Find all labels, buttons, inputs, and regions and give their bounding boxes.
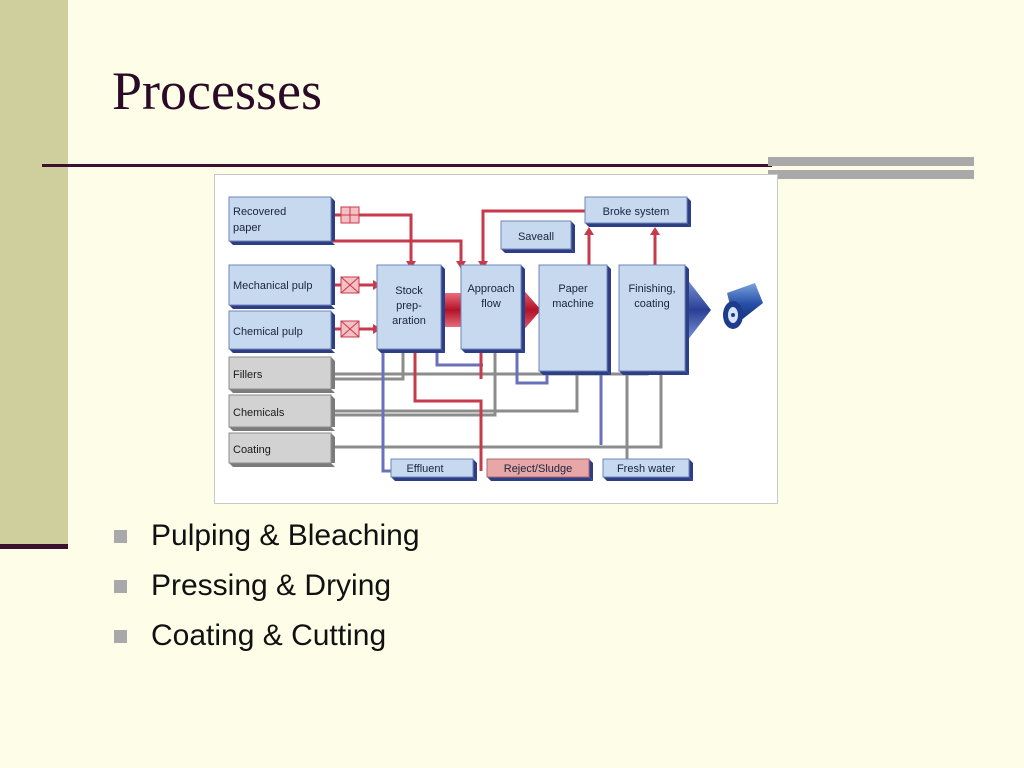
svg-text:machine: machine xyxy=(552,298,594,310)
bullet-item: Pulping & Bleaching xyxy=(114,511,420,561)
bullet-item: Coating & Cutting xyxy=(114,611,420,661)
flow-arrow-blue xyxy=(687,279,711,341)
svg-text:Fillers: Fillers xyxy=(233,369,263,381)
svg-text:Recovered: Recovered xyxy=(233,206,286,218)
stage-paper-machine: Paper machine xyxy=(538,264,611,375)
svg-text:Paper: Paper xyxy=(558,283,588,295)
svg-text:Stock: Stock xyxy=(395,285,423,297)
stage-approach-flow: Approach flow xyxy=(460,264,525,353)
flow-line-blue xyxy=(435,351,483,367)
svg-text:Chemical pulp: Chemical pulp xyxy=(233,326,303,338)
left-decor-rule xyxy=(0,544,68,549)
bullet-item: Pressing & Drying xyxy=(114,561,420,611)
valve-icon xyxy=(340,320,360,338)
input-fillers: Fillers xyxy=(228,356,335,393)
paper-roll-icon xyxy=(723,283,763,329)
left-decor-band xyxy=(0,0,68,548)
bullet-list: Pulping & Bleaching Pressing & Drying Co… xyxy=(114,511,420,661)
bullet-text: Pressing & Drying xyxy=(151,569,392,602)
title-accent-bar xyxy=(768,170,974,179)
flow-line-grey xyxy=(331,351,405,381)
bullet-square-icon xyxy=(114,579,127,593)
svg-text:Approach: Approach xyxy=(467,283,514,295)
input-chemicals: Chemicals xyxy=(228,394,335,431)
flow-line-grey xyxy=(331,373,663,449)
svg-text:Effluent: Effluent xyxy=(406,463,443,475)
svg-text:flow: flow xyxy=(481,298,501,310)
svg-text:Finishing,: Finishing, xyxy=(628,283,675,295)
flow-line-blue xyxy=(515,351,549,385)
svg-text:Fresh water: Fresh water xyxy=(617,463,675,475)
flow-line-blue xyxy=(381,351,391,473)
flow-arrowhead xyxy=(650,227,660,235)
title-divider xyxy=(42,164,772,167)
bullet-text: Pulping & Bleaching xyxy=(151,519,420,552)
process-diagram: Recovered paper Mechanical pulp Chemical… xyxy=(214,174,778,504)
stage-finishing-coating: Finishing, coating xyxy=(618,264,689,375)
box-fresh-water: Fresh water xyxy=(602,458,693,481)
svg-text:Reject/Sludge: Reject/Sludge xyxy=(504,463,573,475)
box-reject-sludge: Reject/Sludge xyxy=(486,458,593,481)
stage-stock-preparation: Stock prep- aration xyxy=(376,264,445,353)
svg-text:Broke system: Broke system xyxy=(603,206,670,218)
svg-text:coating: coating xyxy=(634,298,669,310)
svg-text:prep-: prep- xyxy=(396,300,422,312)
bullet-square-icon xyxy=(114,529,127,543)
flow-line-red xyxy=(481,209,585,265)
box-broke-system: Broke system xyxy=(584,196,691,227)
flow-arrow-red xyxy=(521,287,541,333)
bullet-square-icon xyxy=(114,629,127,643)
valve-icon xyxy=(340,276,360,294)
title-accent-bar xyxy=(768,157,974,166)
svg-text:paper: paper xyxy=(233,222,261,234)
flow-arrowhead xyxy=(584,227,594,235)
flow-line-red xyxy=(331,239,463,265)
bullet-text: Coating & Cutting xyxy=(151,619,387,652)
svg-text:Mechanical pulp: Mechanical pulp xyxy=(233,280,313,292)
slide-title: Processes xyxy=(112,61,322,121)
box-saveall: Saveall xyxy=(500,220,575,253)
input-mechanical-pulp: Mechanical pulp xyxy=(228,264,335,309)
svg-text:Coating: Coating xyxy=(233,444,271,456)
svg-text:aration: aration xyxy=(392,315,426,327)
svg-text:Saveall: Saveall xyxy=(518,231,554,243)
input-recovered-paper: Recovered paper xyxy=(228,196,335,245)
svg-text:Chemicals: Chemicals xyxy=(233,407,285,419)
box-effluent: Effluent xyxy=(390,458,477,481)
input-coating: Coating xyxy=(228,432,335,467)
flow-line-grey xyxy=(331,351,497,417)
flow-line-red xyxy=(413,351,483,471)
input-chemical-pulp: Chemical pulp xyxy=(228,310,335,353)
valve-icon xyxy=(340,206,360,224)
